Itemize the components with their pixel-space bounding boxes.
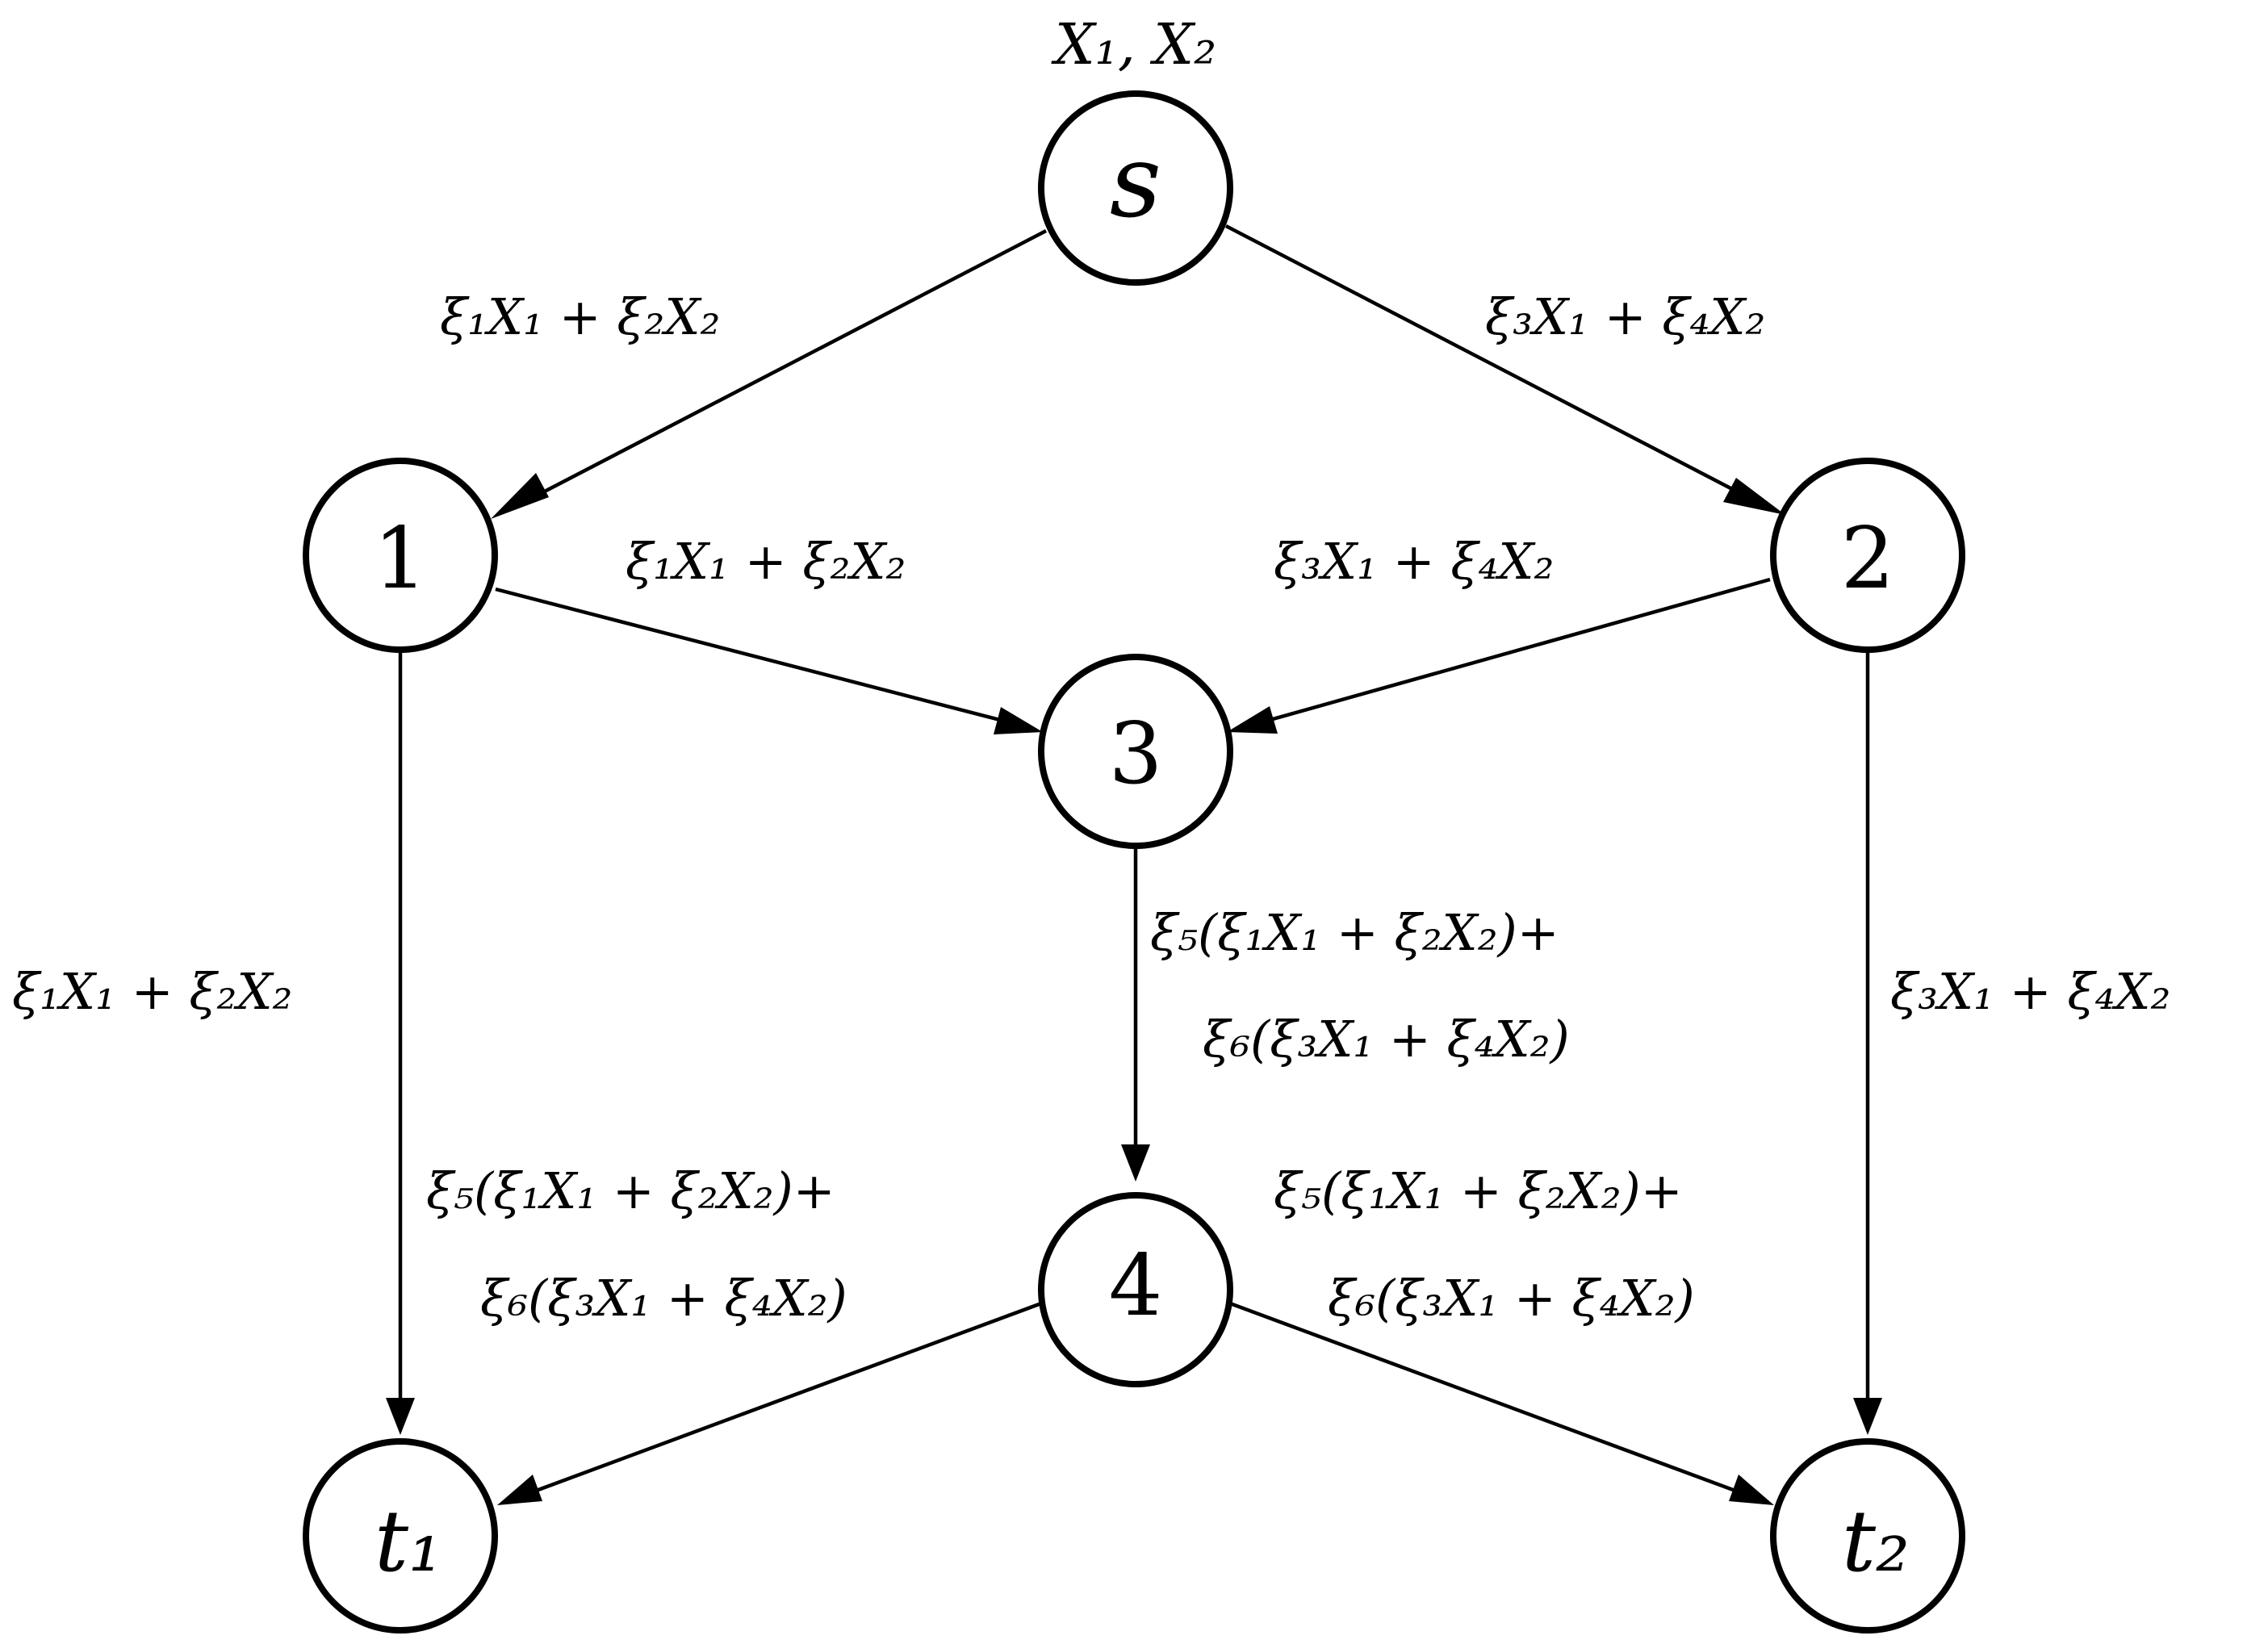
edge-label-4-t2-line1: ξ₅(ξ₁X₁ + ξ₂X₂)+	[1274, 1161, 1683, 1220]
node-t1-text: t₁	[375, 1492, 442, 1591]
node-t2-text: t₂	[1842, 1492, 1910, 1591]
arrowhead-4-t2	[1729, 1475, 1774, 1505]
arrowhead-4-t1	[497, 1475, 542, 1505]
node-3-text: 3	[1109, 705, 1163, 803]
edge-label-4-t1-line2: ξ₆(ξ₃X₁ + ξ₄X₂)	[480, 1269, 847, 1328]
edge-s-2	[1224, 224, 1759, 504]
node-2	[1770, 458, 1965, 653]
edge-label-4-t1-line1: ξ₅(ξ₁X₁ + ξ₂X₂)+	[426, 1161, 835, 1220]
node-1	[303, 458, 498, 653]
arrowhead-3-4	[1121, 1144, 1150, 1182]
edge-label-2-t2: ξ₃X₁ + ξ₄X₂	[1890, 962, 2171, 1021]
node-t1	[303, 1438, 498, 1634]
edge-label-1-t1: ξ₁X₁ + ξ₂X₂	[12, 962, 293, 1021]
source-input-label: X₁, X₂	[1054, 11, 1217, 77]
arrowhead-s-2	[1723, 478, 1785, 515]
node-4	[1038, 1192, 1233, 1387]
edge-1-3	[495, 587, 1019, 727]
edge-label-s-2: ξ₃X₁ + ξ₄X₂	[1485, 287, 1766, 346]
edge-2-3	[1252, 577, 1771, 727]
node-1-text: 1	[374, 509, 428, 608]
arrowhead-2-t2	[1853, 1398, 1882, 1435]
edge-label-2-3: ξ₃X₁ + ξ₄X₂	[1274, 532, 1555, 591]
edge-label-3-4-line1: ξ₅(ξ₁X₁ + ξ₂X₂)+	[1150, 903, 1559, 962]
edge-label-4-t2-line2: ξ₆(ξ₃X₁ + ξ₄X₂)	[1328, 1269, 1695, 1328]
edge-label-s-1: ξ₁X₁ + ξ₂X₂	[440, 287, 721, 346]
arrowhead-2-3	[1227, 706, 1278, 734]
node-4-text: 4	[1109, 1236, 1163, 1335]
arrowhead-s-1	[491, 473, 549, 519]
edge-label-1-3: ξ₁X₁ + ξ₂X₂	[626, 532, 906, 591]
edge-label-3-4-line2: ξ₆(ξ₃X₁ + ξ₄X₂)	[1203, 1010, 1570, 1069]
node-3	[1038, 654, 1233, 849]
node-t2	[1770, 1438, 1965, 1634]
node-s	[1038, 90, 1233, 286]
arrowhead-1-t1	[386, 1398, 415, 1435]
nodes	[303, 90, 1965, 1634]
edge-4-t2	[1229, 1301, 1749, 1498]
arrowhead-1-3	[994, 707, 1043, 734]
node-s-text: s	[1110, 123, 1161, 241]
edges	[386, 224, 1882, 1505]
node-2-text: 2	[1841, 509, 1895, 608]
edge-s-1	[513, 229, 1048, 508]
edge-4-t1	[522, 1301, 1042, 1498]
